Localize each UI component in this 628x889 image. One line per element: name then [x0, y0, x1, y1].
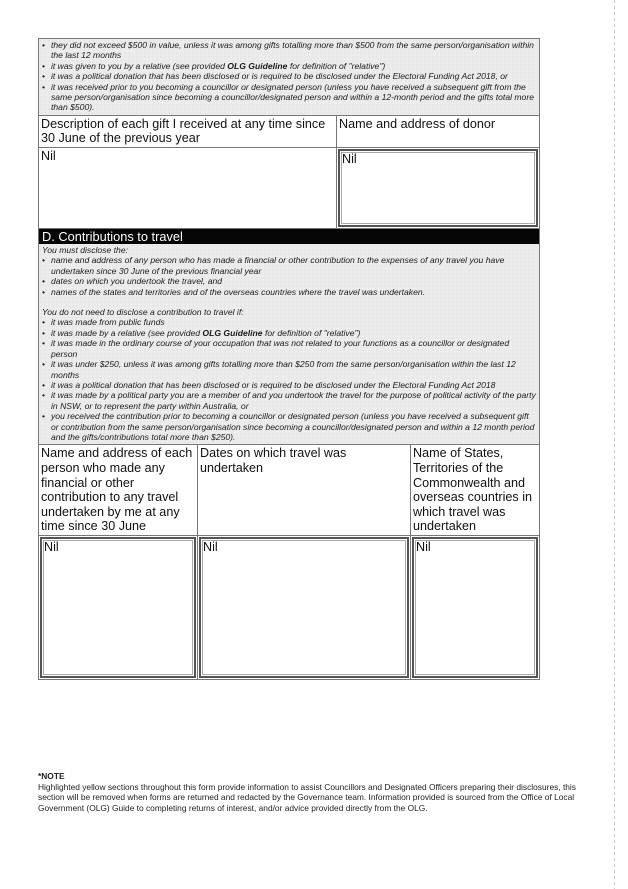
gifts-table-header: Description of each gift I received at a…	[39, 114, 539, 148]
gifts-table-row: Nil Nil	[39, 147, 539, 229]
gift-description-value: Nil	[41, 149, 56, 164]
donor-value: Nil	[342, 152, 357, 167]
list-item: it was made by a relative (see provided …	[42, 327, 537, 339]
list-item: they did not exceed $500 in value, unles…	[42, 40, 537, 61]
travel-dates-field[interactable]: Nil	[199, 536, 409, 678]
list-item: it was a political donation that has bee…	[42, 380, 537, 391]
travel-dates-field-cell: Nil	[197, 535, 410, 679]
travel-table-header: Name and address of each person who made…	[39, 444, 539, 535]
list-item: it was a political donation that has bee…	[42, 71, 537, 82]
exempt-intro: You do not need to disclose a contributi…	[42, 307, 244, 318]
gift-description-field[interactable]: Nil	[39, 148, 336, 228]
contributor-field[interactable]: Nil	[40, 536, 196, 678]
gifts-exemption-list: they did not exceed $500 in value, unles…	[42, 40, 537, 113]
travel-locations-field-cell: Nil	[410, 535, 539, 679]
travel-locations-header: Name of States, Territories of the Commo…	[410, 445, 539, 535]
donor-header: Name and address of donor	[336, 115, 539, 148]
donor-field[interactable]: Nil	[338, 149, 538, 228]
travel-locations-field[interactable]: Nil	[412, 536, 538, 678]
list-item: it was given to you by a relative (see p…	[42, 60, 537, 72]
travel-dates-value: Nil	[203, 539, 218, 554]
note-title: *NOTE	[38, 771, 65, 781]
section-d-header: D. Contributions to travel	[39, 228, 539, 245]
list-item: it was made in the ordinary course of yo…	[42, 338, 537, 359]
gift-description-header: Description of each gift I received at a…	[41, 116, 326, 146]
list-item: names of the states and territories and …	[42, 287, 537, 298]
travel-exemption-list: it was made from public funds it was mad…	[42, 317, 537, 442]
note-text: Highlighted yellow sections throughout t…	[38, 781, 576, 813]
contributor-header: Name and address of each person who made…	[41, 446, 193, 534]
text: it was made by a relative (see provided	[51, 327, 203, 338]
list-item: name and address of any person who has m…	[42, 255, 537, 276]
list-item: it was made by a political party you are…	[42, 390, 537, 411]
must-disclose-intro: You must disclose the:	[42, 245, 128, 256]
list-item: you received the contribution prior to b…	[42, 411, 537, 442]
text: for definition of "relative")	[262, 327, 361, 338]
must-disclose-list: name and address of any person who has m…	[42, 255, 537, 297]
olg-guideline-reference: OLG Guideline	[202, 327, 263, 338]
gifts-exemption-info: they did not exceed $500 in value, unles…	[39, 39, 539, 115]
olg-guideline-reference: OLG Guideline	[227, 60, 288, 71]
footer-note: *NOTE Highlighted yellow sections throug…	[38, 771, 578, 813]
travel-info: You must disclose the: name and address …	[39, 244, 539, 445]
list-item: dates on which you undertook the travel,…	[42, 276, 537, 287]
list-item: it was received prior to you becoming a …	[42, 82, 537, 113]
text: it was given to you by a relative (see p…	[51, 60, 228, 71]
list-item: it was made from public funds	[42, 317, 537, 328]
travel-locations-value: Nil	[416, 539, 431, 554]
donor-field-cell: Nil	[336, 148, 539, 229]
contributor-value: Nil	[44, 539, 59, 554]
page-edge-line	[614, 0, 615, 889]
contributor-field-cell: Nil	[39, 536, 197, 679]
travel-dates-header: Dates on which travel was undertaken	[197, 445, 410, 535]
list-item: it was under $250, unless it was among g…	[42, 359, 537, 380]
text: for definition of "relative")	[287, 60, 386, 71]
disclosure-form: they did not exceed $500 in value, unles…	[38, 38, 540, 680]
travel-table-row: Nil Nil Nil	[39, 534, 539, 679]
spacer	[42, 297, 537, 307]
